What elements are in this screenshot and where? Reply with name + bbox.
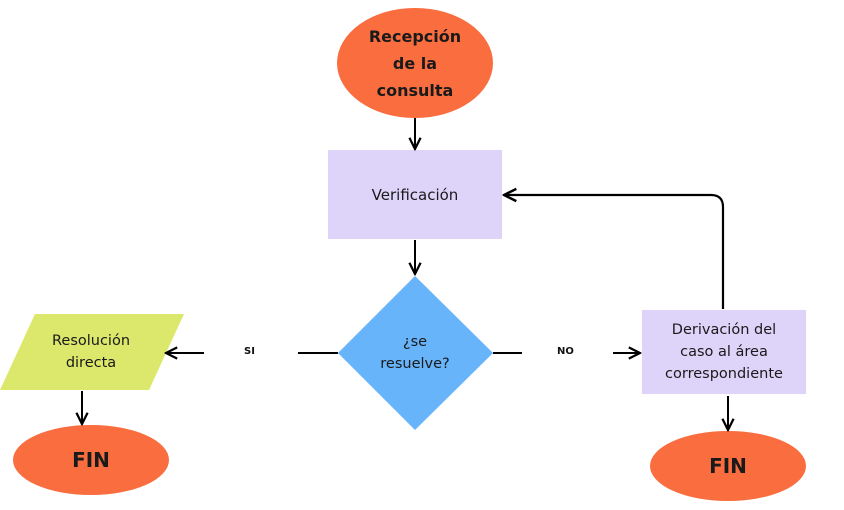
derive-process-shape	[642, 310, 806, 394]
end-right-terminal: FIN	[650, 431, 806, 501]
start-label-line: consulta	[376, 80, 454, 100]
verify-label: Verificación	[371, 185, 459, 204]
resolve-label-line: directa	[65, 355, 117, 371]
start-terminal: Recepción de la consulta	[345, 16, 485, 110]
resolve-io: Resolución directa	[20, 318, 162, 386]
derive-process: Derivación del caso al área correspondie…	[642, 310, 806, 394]
derive-label-line: Derivación del	[671, 322, 777, 338]
start-label-line: de la	[392, 53, 438, 73]
verify-process: Verificación	[328, 150, 502, 239]
end-left-terminal-shape	[13, 425, 169, 495]
start-terminal-shape	[337, 8, 493, 118]
decision-label-line: ¿se	[402, 334, 428, 350]
decision-label-line: resuelve?	[380, 356, 450, 372]
end-right-terminal-shape	[650, 431, 806, 501]
resolve-label-line: Resolución	[51, 333, 131, 349]
resolve-io-shape	[0, 314, 184, 390]
edge-label-no: NO	[557, 346, 574, 357]
derive-label-line: caso al área	[680, 344, 768, 360]
end-right-label: FIN	[709, 454, 747, 478]
edge-derive-loop-to-verify	[504, 195, 725, 309]
verify-process-shape	[328, 150, 502, 239]
decision-node: ¿se resuelve?	[350, 318, 480, 388]
end-left-terminal: FIN	[13, 425, 169, 495]
start-label-line: Recepción	[368, 26, 462, 46]
end-left-label: FIN	[72, 448, 110, 472]
derive-label-line: correspondiente	[665, 366, 783, 382]
edge-label-si: SI	[244, 346, 255, 357]
decision-diamond-shape	[338, 276, 493, 430]
